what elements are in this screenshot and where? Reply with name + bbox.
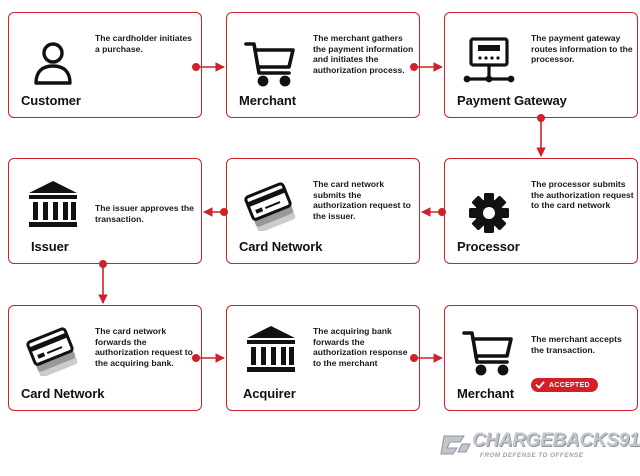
credit-cards-icon bbox=[243, 175, 299, 231]
shopping-cart-icon bbox=[461, 324, 517, 380]
shopping-cart-icon bbox=[243, 35, 299, 91]
step-title: Customer bbox=[21, 93, 81, 108]
step-title: Card Network bbox=[239, 239, 323, 254]
logo-tagline: FROM DEFENSE TO OFFENSE bbox=[480, 452, 584, 459]
step-description: The card network submits the authorizati… bbox=[313, 179, 411, 221]
step-card-network: The card network submits the authorizati… bbox=[226, 158, 420, 264]
step-description: The cardholder initiates a purchase. bbox=[95, 33, 192, 54]
step-description: The card network forwards the authorizat… bbox=[95, 326, 193, 368]
step-merchant: The merchant gathers the payment informa… bbox=[226, 12, 420, 118]
step-card-network-2: The card network forwards the authorizat… bbox=[8, 305, 202, 411]
bank-icon bbox=[243, 322, 299, 378]
step-title: Processor bbox=[457, 239, 520, 254]
step-processor: The processor submits the authorization … bbox=[444, 158, 638, 264]
chargebacks911-logo: CHARGEBACKS911® FROM DEFENSE TO OFFENSE bbox=[440, 428, 640, 462]
logo-wordmark: CHARGEBACKS911® bbox=[472, 430, 640, 451]
step-title: Payment Gateway bbox=[457, 93, 567, 108]
step-description: The issuer approves the transaction. bbox=[95, 203, 194, 224]
arrow-processor-to-card-network bbox=[421, 207, 446, 217]
network-gateway-icon bbox=[461, 35, 517, 91]
step-title: Issuer bbox=[31, 239, 69, 254]
bank-icon bbox=[25, 177, 81, 233]
step-acquirer: The acquiring bank forwards the authoriz… bbox=[226, 305, 420, 411]
step-title: Acquirer bbox=[243, 386, 296, 401]
step-issuer: The issuer approves the transaction. Iss… bbox=[8, 158, 202, 264]
step-description: The processor submits the authorization … bbox=[531, 179, 634, 211]
credit-cards-icon bbox=[25, 320, 81, 376]
arrow-gateway-to-processor bbox=[536, 114, 546, 157]
gear-icon bbox=[461, 185, 517, 241]
step-title: Merchant bbox=[457, 386, 514, 401]
step-description: The payment gateway routes information t… bbox=[531, 33, 633, 65]
step-payment-gateway: The payment gateway routes information t… bbox=[444, 12, 638, 118]
accepted-badge: ACCEPTED bbox=[531, 378, 598, 392]
arrow-issuer-to-card-network bbox=[98, 259, 108, 304]
arrow-card-network-to-issuer bbox=[203, 207, 229, 217]
chargebacks911-logo-icon bbox=[440, 435, 471, 455]
step-description: The merchant accepts the transaction. bbox=[531, 334, 622, 355]
accepted-label: ACCEPTED bbox=[549, 381, 590, 389]
step-description: The acquiring bank forwards the authoriz… bbox=[313, 326, 408, 368]
step-merchant-accepts: The merchant accepts the transaction. AC… bbox=[444, 305, 638, 411]
step-title: Merchant bbox=[239, 93, 296, 108]
checkmark-icon bbox=[535, 381, 545, 389]
step-description: The merchant gathers the payment informa… bbox=[313, 33, 414, 75]
step-title: Card Network bbox=[21, 386, 105, 401]
step-customer: The cardholder initiates a purchase. Cus… bbox=[8, 12, 202, 118]
person-icon bbox=[25, 35, 81, 91]
